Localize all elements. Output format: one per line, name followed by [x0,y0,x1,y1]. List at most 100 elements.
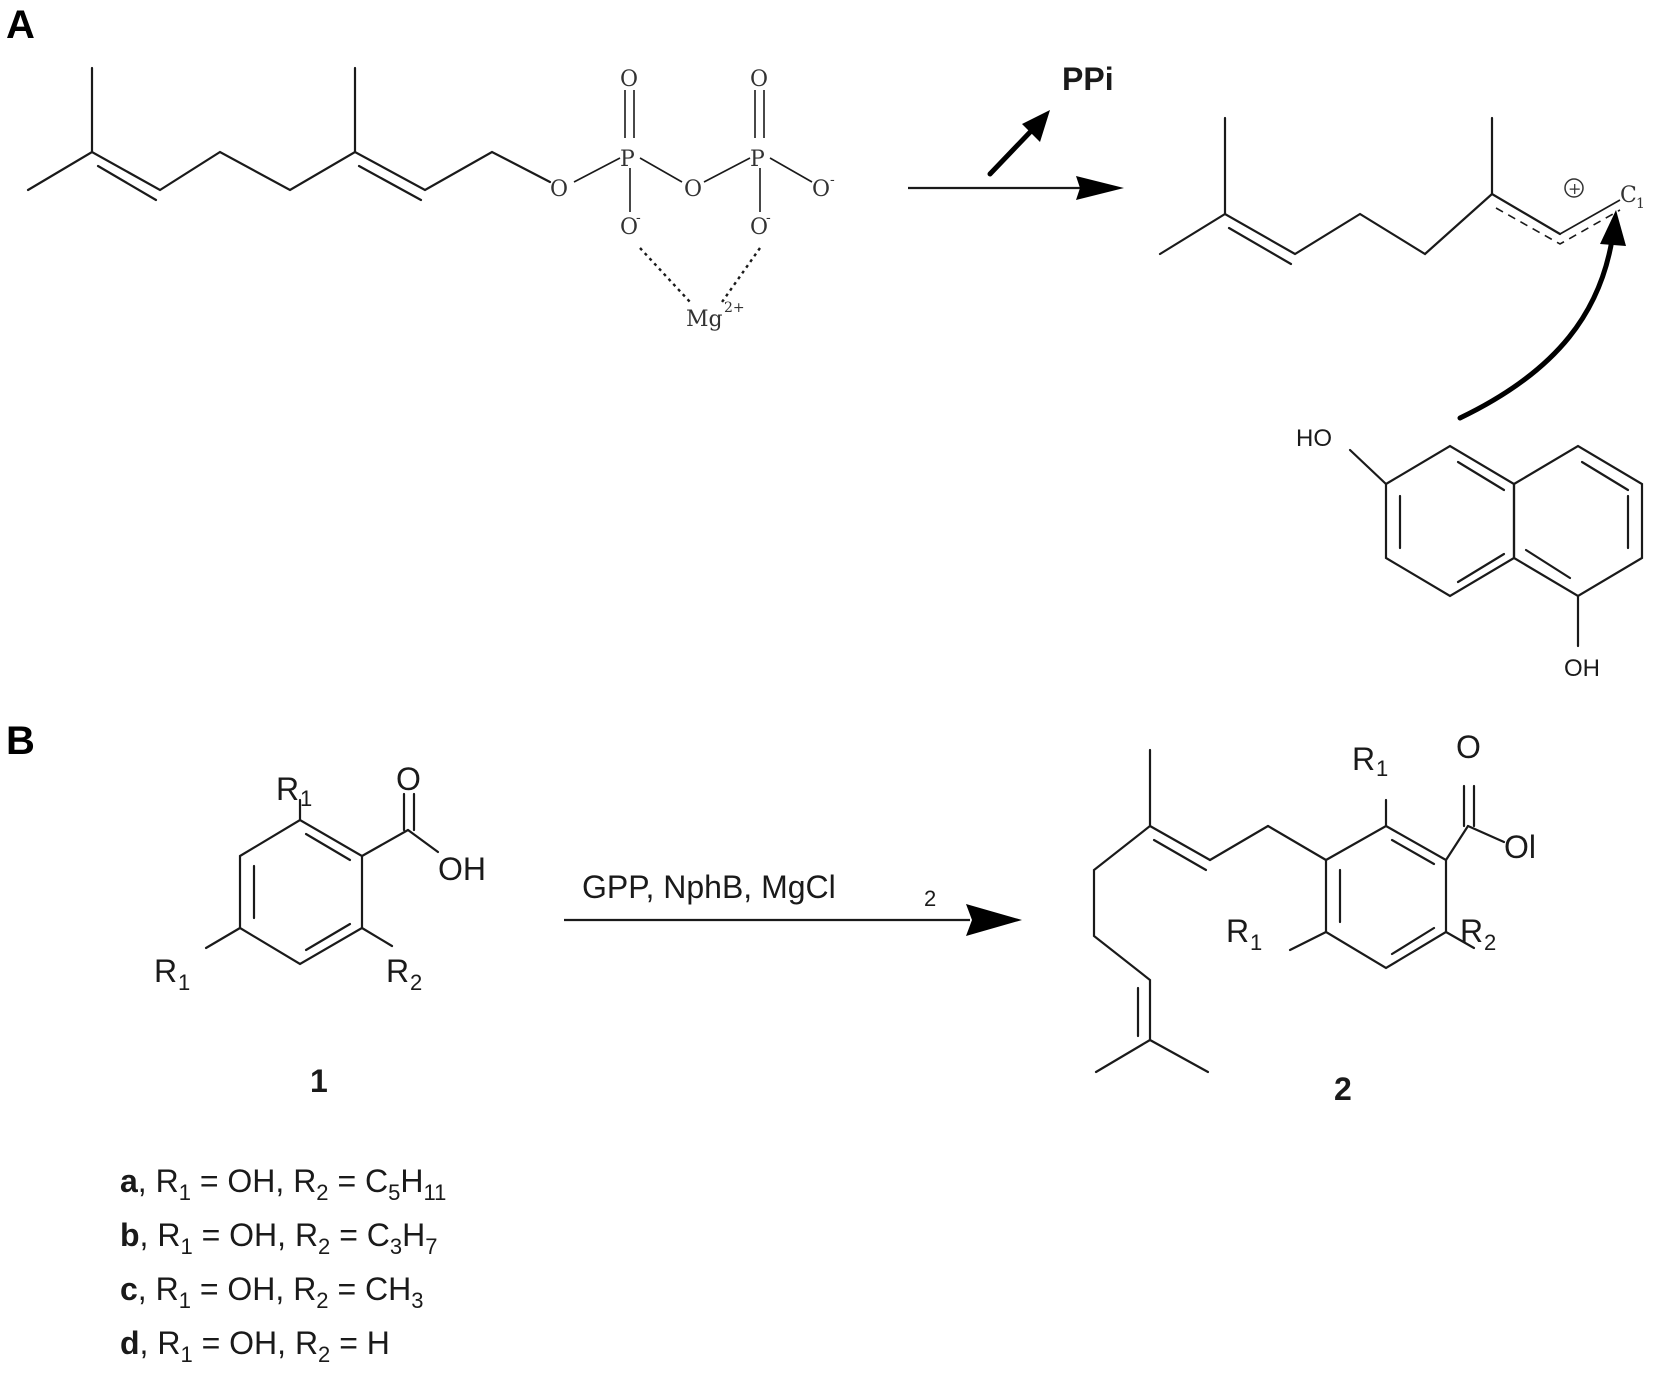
legend-b-r2-mid: H [402,1217,425,1253]
substituent-legend: a, R1 = OH, R2 = C5H11 b, R1 = OH, R2 = … [120,1163,446,1367]
compound2-ring-double-2 [1390,838,1436,866]
cation-c1-sub: 1 [1636,196,1645,212]
cation-allyl-bond [1559,199,1621,235]
geranyl-cation-structure: + C 1 [1158,116,1645,266]
compound1-o: O [396,761,421,797]
legend-a-r1: OH [227,1163,275,1199]
compound2-r1-left: R [1226,913,1249,949]
atom-o-minus-left-low: O [620,215,638,240]
legend-b-r1-sub: 1 [180,1234,192,1259]
ppi-release-arrow [987,125,1037,177]
compound1-double-2 [304,832,352,862]
legend-c-eq2: = [329,1271,365,1307]
panel-b-label: B [6,719,35,763]
legend-b-r2-prefix: , R [277,1217,318,1253]
charge-minus-right-low: - [766,210,771,226]
cation-charge-plus: + [1568,179,1581,198]
attack-arrow-head [1600,210,1626,246]
mg-coordination-right [721,247,761,303]
compound1-r1-top: R [276,771,299,807]
compound2-benzyl [1266,824,1328,862]
legend-d-r2-main: H [367,1325,390,1361]
legend-d-eq1: = [193,1325,229,1361]
legend-a-eq2: = [329,1163,365,1199]
compound1-r1-left: R [154,953,177,989]
compound2-geranyl-chain [1092,748,1152,1042]
reaction-arrow-a: PPi [908,61,1124,200]
atom-o-minus-right: O [812,177,830,202]
allyl-delocalization [1495,207,1621,245]
compound2-col-bond [1466,824,1506,844]
legend-b-r2-sub: 2 [318,1234,330,1259]
p1-o-bridge-bond [639,157,683,183]
compound1-coh-bond [406,828,440,854]
compound2-allyl-2 [1208,824,1270,862]
compound1-ring [238,818,364,966]
compound2-terminal-methyl-2 [1148,1038,1210,1074]
naphthalene-left-ring [1384,444,1516,598]
cation-charge-circle [1564,178,1584,198]
cation-chain [1158,192,1562,256]
naphthol-oh: OH [1564,655,1600,682]
arrow-a-head [1076,176,1124,200]
legend-b-sep: , R [140,1217,181,1253]
atom-o-bridge: O [684,177,702,202]
ppi-label: PPi [1062,61,1114,97]
naphthalene-double-4 [1580,460,1630,492]
compound2-ol: Ol [1504,829,1536,865]
legend-c-r2-prefix: , R [275,1271,316,1307]
legend-c-r2-sub1: 3 [411,1288,423,1313]
compound1-r1-left-bond [204,926,242,950]
legend-row-b: b, R1 = OH, R2 = C3H7 [120,1217,437,1259]
legend-b-r1: OH [229,1217,277,1253]
legend-row-c: c, R1 = OH, R2 = CH3 [120,1271,423,1313]
naphthol-ho: HO [1296,425,1332,452]
compound-1-structure [204,792,440,966]
attack-arrow-curve [1457,237,1615,421]
nucleophilic-attack-arrow [1457,210,1626,421]
compound1-carboxyl-bond [360,828,410,858]
atom-mg: Mg [686,307,723,332]
compound2-allyl-1 [1148,824,1212,862]
compound2-r1-top: R [1352,741,1375,777]
charge-minus-right: - [830,172,835,188]
compound2-ring-double-3 [1390,926,1436,956]
legend-a-r2-sub1: 5 [388,1180,400,1205]
legend-d-r2-prefix: , R [277,1325,318,1361]
naphthalene-ho-bond [1348,448,1388,486]
cation-c1: C [1620,183,1637,208]
compound1-r2-bond [360,926,394,948]
legend-a-r2-main: C [365,1163,388,1199]
legend-a-eq1: = [191,1163,227,1199]
o-bridge-p2-bond [703,157,751,183]
legend-c-r1-sub: 1 [179,1288,191,1313]
compound1-r1-top-sub: 1 [300,786,312,811]
compound1-number: 1 [310,1063,328,1099]
compound1-r1-left-sub: 1 [178,970,190,995]
atom-p1: P [620,147,635,172]
compound2-r2: R [1460,913,1483,949]
reagents-sub: 2 [924,886,936,911]
legend-d-eq2: = [330,1325,366,1361]
legend-c-letter: c [120,1271,138,1307]
ppi-arrow-head [1022,110,1050,142]
charge-minus-left-low: - [636,210,641,226]
compound2-o: O [1456,729,1481,765]
naphthalene-double-2 [1456,460,1506,492]
legend-a-sep: , R [138,1163,179,1199]
reaction-arrow-b: GPP, NphB, MgCl 2 [564,869,1022,936]
legend-c-r2-main: CH [365,1271,411,1307]
legend-row-a: a, R1 = OH, R2 = C5H11 [120,1163,446,1205]
compound2-number: 2 [1334,1071,1352,1107]
legend-b-eq2: = [330,1217,366,1253]
atom-o-ester: O [550,177,568,202]
gpp-structure [26,66,813,303]
gpp-chain [26,150,552,192]
compound2-r1-top-sub: 1 [1376,756,1388,781]
dihydroxynaphthalene-structure: HO OH [1296,425,1644,682]
o-p1-bond [573,157,621,183]
legend-d-r2-sub: 2 [318,1342,330,1367]
legend-d-r1-sub: 1 [180,1342,192,1367]
naphthalene-right-ring [1512,444,1644,598]
